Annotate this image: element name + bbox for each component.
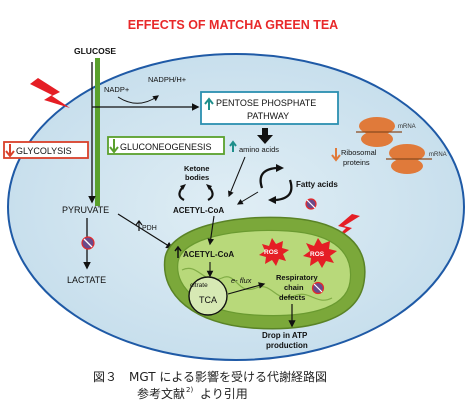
diagram-title: EFFECTS OF MATCHA GREEN TEA — [128, 18, 338, 32]
ros-label-right: ROS — [310, 251, 325, 258]
amino-acids-label: amino acids — [239, 145, 279, 154]
pdh-up-arrow-icon — [135, 220, 143, 231]
e-flux-arrow — [227, 282, 266, 295]
inhibition-icon-respiratory — [311, 281, 325, 295]
gluconeogenesis-label: GLUCONEOGENESIS — [120, 142, 212, 152]
pentose-label-line1: PENTOSE PHOSPHATE — [216, 98, 316, 108]
ketone-cycle-icon — [178, 187, 214, 201]
nadp-arc — [117, 95, 159, 104]
ketone-label-line2: bodies — [185, 173, 209, 182]
nadph-label: NADPH/H+ — [148, 75, 187, 84]
atp-label-line1: Drop in ATP — [262, 331, 308, 340]
pentose-label-line2: PATHWAY — [247, 111, 289, 121]
fatty-acids-cycle-icon — [259, 166, 293, 202]
mitochondrion — [163, 216, 366, 330]
acetyl-coa-top-label: ACETYL-CoA — [173, 206, 224, 215]
respiratory-label-line2: chain — [284, 283, 304, 292]
ribosomal-label-line2: proteins — [343, 158, 370, 167]
respiratory-label-line1: Respiratory — [276, 273, 319, 282]
respiratory-label-line3: defects — [279, 293, 305, 302]
tca-cycle — [188, 276, 228, 316]
pentose-down-arrow-icon — [257, 128, 273, 144]
citrate-label: citrate — [190, 282, 208, 289]
ribosomal-label-line1: Ribosomal — [341, 148, 377, 157]
ribosomal-down-arrow-icon — [331, 148, 341, 162]
ros-label-left: ROS — [264, 249, 279, 256]
gluconeogenesis-down-arrow-icon — [109, 139, 119, 154]
caption-line1: 図３ MGT による影響を受ける代謝経路図 — [93, 369, 327, 384]
gluconeogenesis-bar — [95, 58, 100, 206]
mrna-label-bottom: mRNA — [429, 152, 447, 158]
ketone-label-line1: Ketone — [184, 164, 209, 173]
ribosome-bottom-icon — [386, 144, 432, 174]
e-flux-label: e- flux — [231, 276, 252, 285]
lactate-label: LACTATE — [67, 275, 106, 285]
pyruvate-label: PYRUVATE — [62, 205, 109, 215]
inhibition-icon-lactate — [81, 236, 95, 250]
caption-line2-sup: 2) — [186, 386, 193, 394]
tca-label: TCA — [199, 295, 217, 305]
gluconeogenesis-box — [107, 136, 225, 155]
amino-acids-arrow — [228, 156, 246, 198]
inhibition-icon-fatty — [305, 198, 317, 210]
caption-line2-suffix: より引用 — [200, 387, 248, 401]
acetyl-coa-mito-up-arrow-icon — [174, 245, 182, 258]
ros-burst-right-icon — [303, 238, 337, 268]
nadp-label: NADP+ — [104, 85, 130, 94]
pentose-phosphate-box — [200, 91, 339, 125]
glycolysis-box — [3, 141, 89, 159]
acetyl-coa-mito-label: ACETYL-CoA — [183, 250, 234, 259]
caption-line2-prefix: 参考文献 — [137, 386, 185, 401]
fatty-acids-cycle-arrowhead — [268, 164, 284, 204]
lightning-bolt-left-icon — [30, 78, 70, 108]
glycolysis-label: GLYCOLYSIS — [16, 146, 72, 156]
pdh-label: PDH — [142, 225, 157, 232]
fatty-acids-label: Fatty acids — [296, 180, 338, 189]
ros-burst-left-icon — [259, 238, 289, 266]
amino-acids-up-arrow-icon — [229, 140, 237, 152]
acetyl-top-to-mito-arrow — [207, 215, 215, 246]
ribosome-top-icon — [356, 117, 402, 147]
ketone-cycle-arrowhead — [180, 184, 212, 190]
pdh-arrow — [117, 213, 174, 249]
mrna-label-top: mRNA — [398, 124, 416, 130]
fatty-to-acetyl-arrow — [236, 191, 259, 205]
pentose-up-arrow-icon — [204, 97, 214, 110]
glucose-label: GLUCOSE — [74, 46, 116, 56]
atp-label-line2: production — [266, 341, 308, 350]
glycolysis-down-arrow-icon — [5, 144, 15, 158]
